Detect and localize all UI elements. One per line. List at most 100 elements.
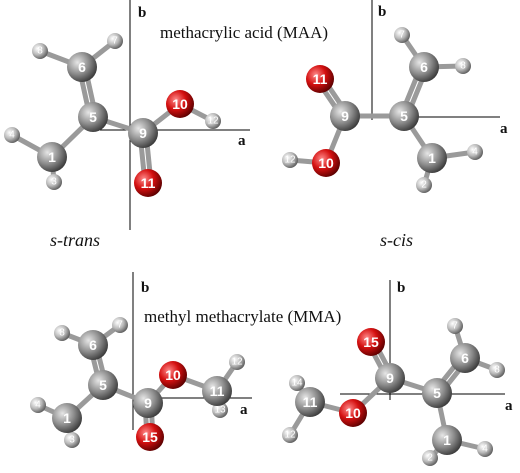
atom-sphere	[54, 325, 70, 341]
atom-sphere	[330, 101, 360, 131]
atom-sphere	[312, 149, 340, 177]
atom-number-label: 4	[35, 400, 41, 411]
atom-sphere	[375, 363, 405, 393]
atom-number-label: 6	[89, 337, 97, 353]
atom-h-3: 3	[64, 432, 80, 448]
atom-sphere	[88, 370, 118, 400]
atom-h-4: 4	[4, 127, 20, 143]
atom-number-label: 11	[303, 394, 318, 410]
atom-number-label: 12	[207, 116, 219, 127]
atom-number-label: 5	[400, 108, 408, 124]
atom-sphere	[394, 27, 410, 43]
atom-sphere	[432, 425, 462, 455]
mma-title: methyl methacrylate (MMA)	[144, 307, 341, 326]
atom-o-11: 11	[306, 65, 334, 93]
atom-sphere	[46, 174, 62, 190]
atom-c-5: 5	[88, 370, 118, 400]
axes-maa-trans: b a	[100, 0, 250, 230]
atom-c-9: 9	[375, 363, 405, 393]
atom-sphere	[166, 90, 194, 118]
atom-number-label: 2	[427, 453, 433, 464]
molecule-maa-s-cis: 2 4 7 8 12 1 5 6 9 10 11	[282, 27, 483, 193]
atom-number-label: 6	[461, 350, 469, 366]
atom-sphere	[64, 432, 80, 448]
atom-h-7: 7	[394, 27, 410, 43]
atom-c-11: 11	[202, 376, 232, 406]
atom-sphere	[339, 399, 367, 427]
atom-c-5: 5	[78, 102, 108, 132]
atom-h-14: 14	[289, 375, 305, 391]
atom-number-label: 9	[139, 125, 147, 141]
atom-c-6: 6	[409, 52, 439, 82]
atom-c-1: 1	[37, 142, 67, 172]
s-cis-caption: s-cis	[380, 230, 413, 250]
atom-number-label: 13	[214, 405, 226, 416]
atom-c-9: 9	[330, 101, 360, 131]
atom-number-label: 8	[460, 61, 466, 72]
atom-sphere	[489, 362, 505, 378]
atom-sphere	[159, 361, 187, 389]
atom-number-label: 11	[313, 71, 328, 87]
atom-number-label: 12	[284, 430, 296, 441]
atom-h-2: 2	[416, 177, 432, 193]
atom-h-13: 13	[212, 402, 228, 418]
atom-sphere	[136, 423, 164, 451]
maa-title: methacrylic acid (MAA)	[160, 23, 328, 42]
atom-c-5: 5	[389, 101, 419, 131]
atom-o-15: 15	[357, 328, 385, 356]
atom-sphere	[289, 375, 305, 391]
atom-h-12: 12	[282, 152, 298, 168]
atom-o-11: 11	[134, 169, 162, 197]
atom-sphere	[107, 33, 123, 49]
atom-number-label: 12	[284, 155, 296, 166]
atom-number-label: 7	[452, 321, 458, 332]
axis-a-label: a	[500, 121, 508, 137]
atom-h-4: 4	[467, 144, 483, 160]
atom-sphere	[282, 427, 298, 443]
atom-number-label: 7	[112, 36, 118, 47]
atom-sphere	[78, 102, 108, 132]
atom-h-3: 3	[46, 174, 62, 190]
atom-number-label: 10	[165, 367, 181, 383]
atom-sphere	[52, 403, 82, 433]
atom-c-6: 6	[67, 52, 97, 82]
axis-a-label: a	[240, 402, 248, 418]
atom-o-15: 15	[136, 423, 164, 451]
atom-sphere	[30, 397, 46, 413]
atom-number-label: 5	[99, 377, 107, 393]
atom-sphere	[67, 52, 97, 82]
atom-sphere	[357, 328, 385, 356]
atom-sphere	[455, 58, 471, 74]
atom-sphere	[202, 376, 232, 406]
atom-number-label: 3	[69, 435, 75, 446]
atom-number-label: 9	[144, 395, 152, 411]
atom-number-label: 5	[89, 109, 97, 125]
atom-c-1: 1	[432, 425, 462, 455]
atom-c-6: 6	[450, 343, 480, 373]
atom-number-label: 8	[494, 365, 500, 376]
atom-number-label: 1	[48, 149, 56, 165]
atom-c-1: 1	[417, 143, 447, 173]
atom-c-11: 11	[295, 387, 325, 417]
atom-number-label: 10	[345, 405, 361, 421]
atom-sphere	[4, 127, 20, 143]
atom-number-label: 10	[318, 155, 334, 171]
atom-sphere	[467, 144, 483, 160]
atom-sphere	[229, 354, 245, 370]
atom-h-4: 4	[477, 441, 493, 457]
atom-number-label: 1	[443, 432, 451, 448]
atom-number-label: 10	[172, 96, 188, 112]
atom-number-label: 4	[472, 147, 478, 158]
atom-c-9: 9	[133, 388, 163, 418]
atom-sphere	[450, 343, 480, 373]
atom-sphere	[306, 65, 334, 93]
atom-h-8: 8	[455, 58, 471, 74]
atom-number-label: 6	[420, 59, 428, 75]
atom-sphere	[282, 152, 298, 168]
atom-number-label: 7	[399, 30, 405, 41]
atom-sphere	[477, 441, 493, 457]
atom-c-6: 6	[78, 330, 108, 360]
